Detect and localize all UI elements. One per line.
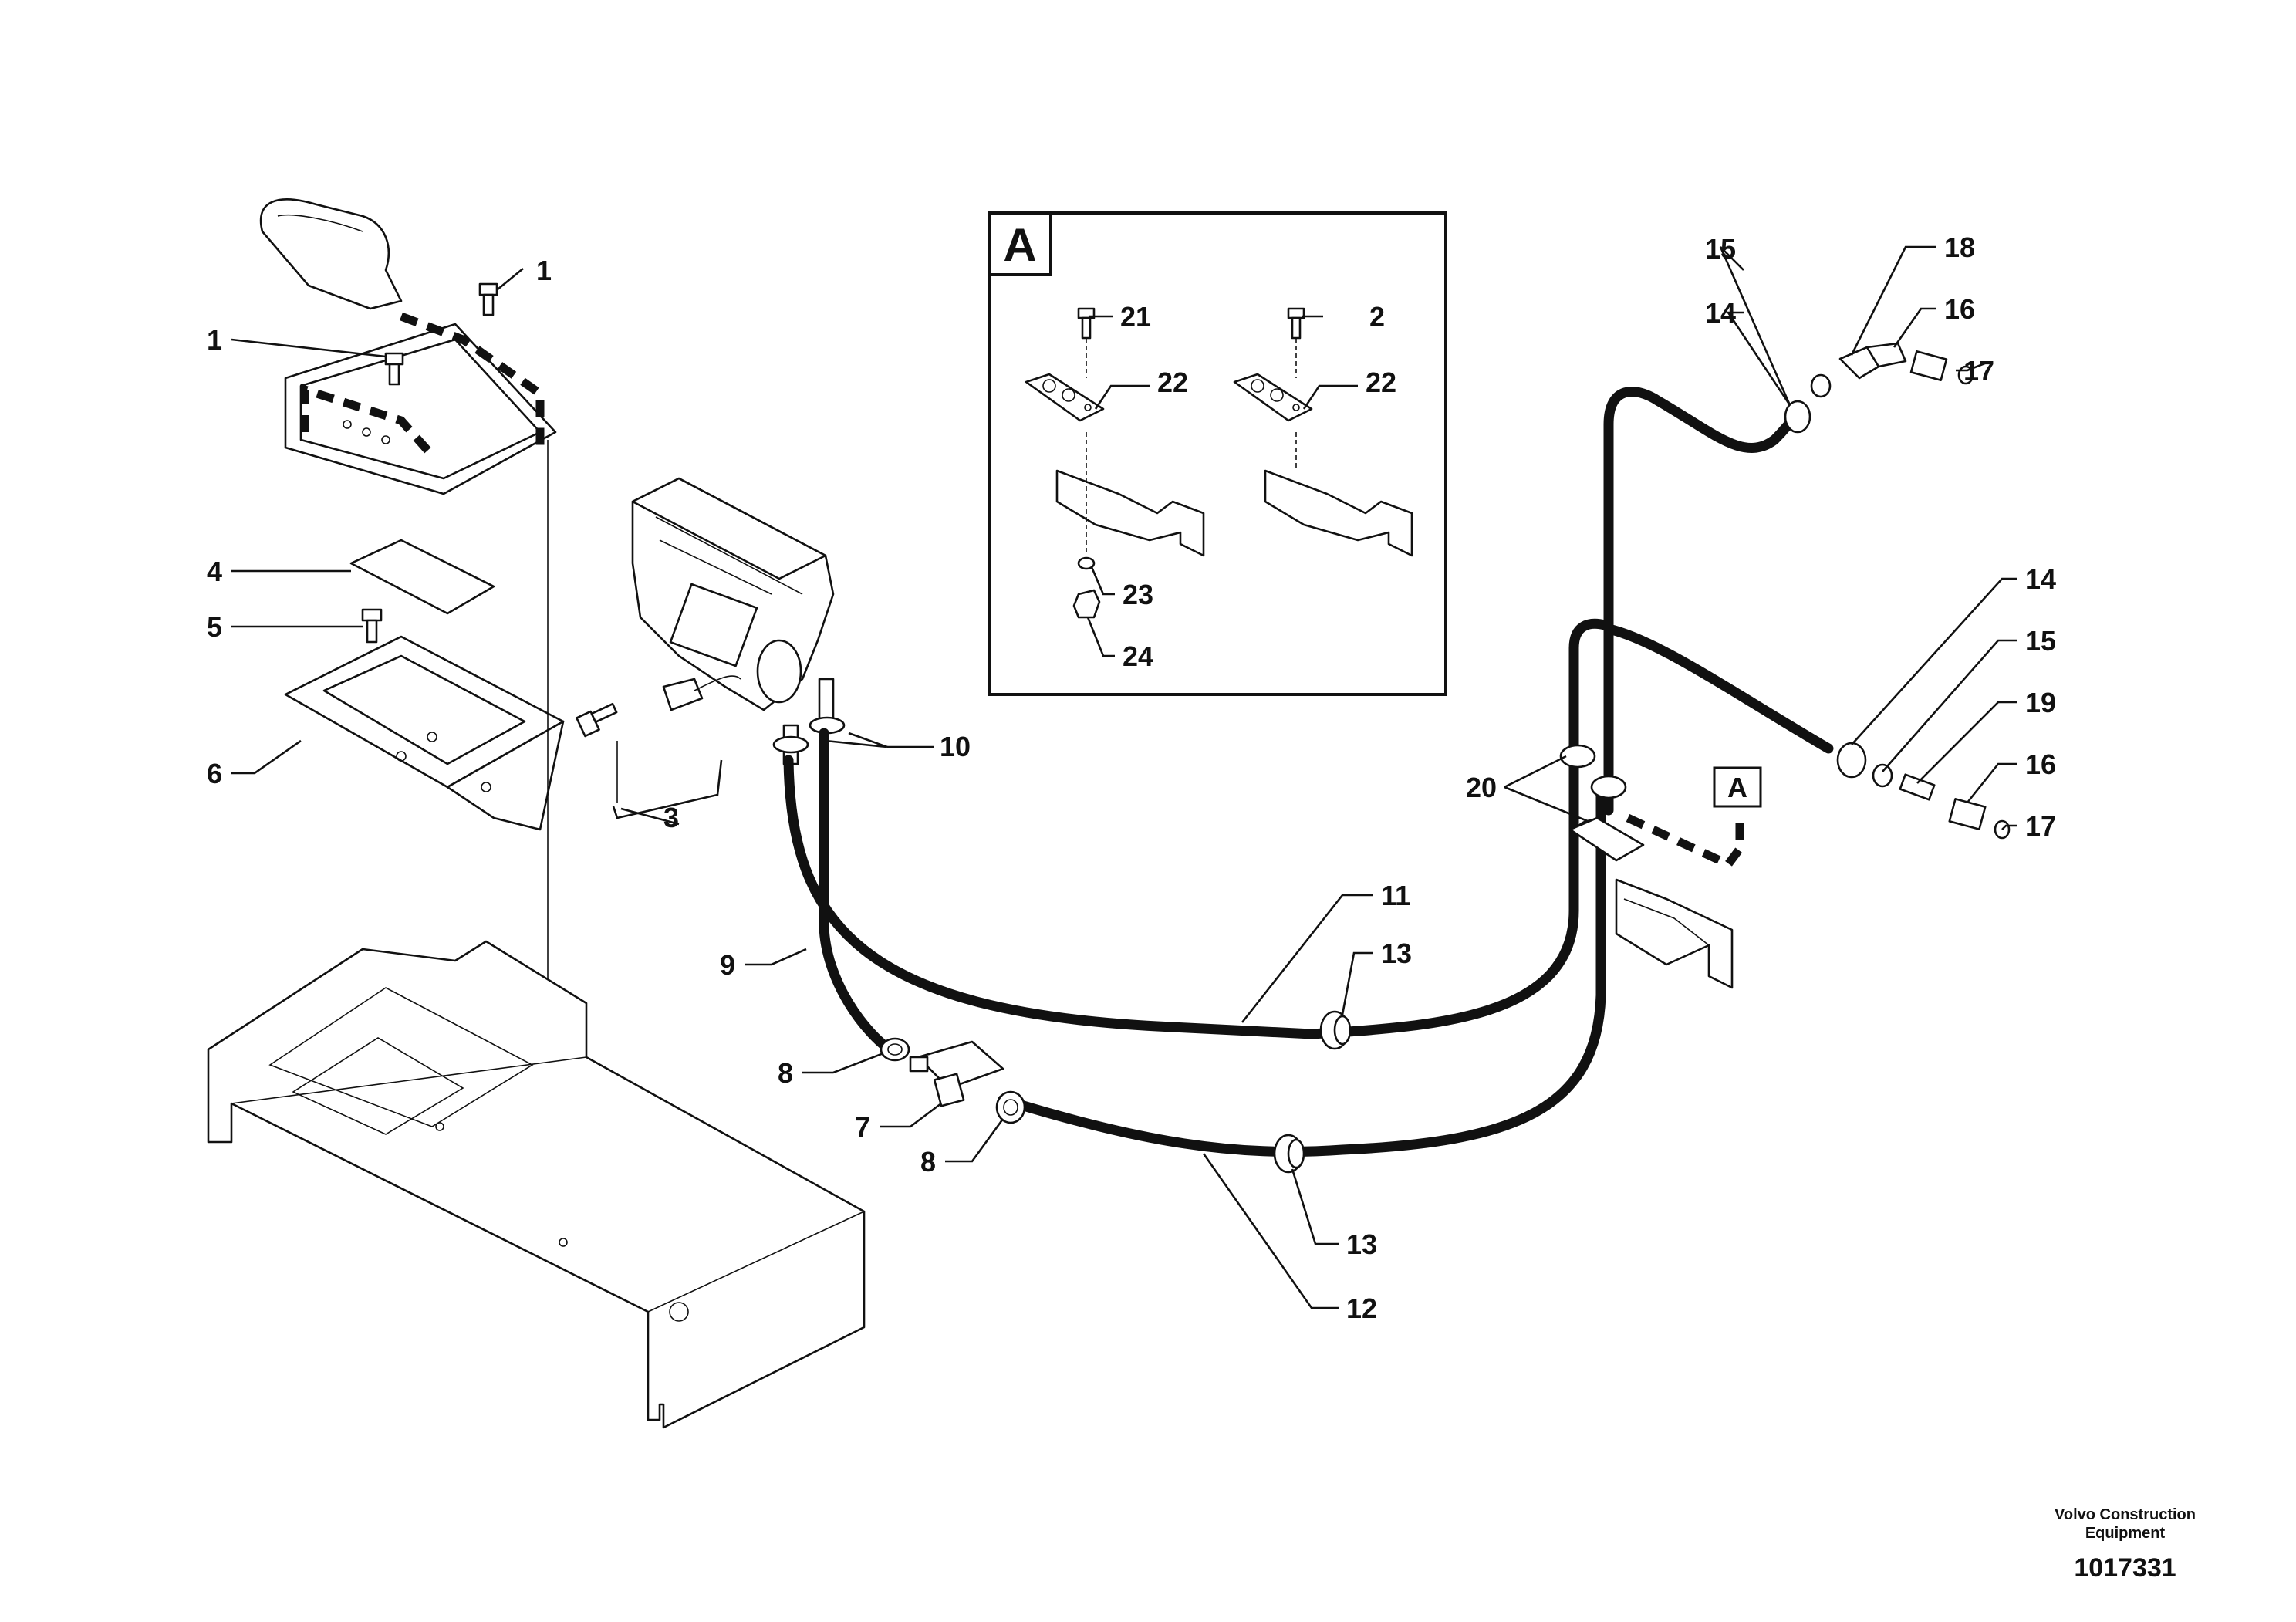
brand-line-1: Volvo Construction (2055, 1506, 2196, 1523)
grommet-13-lower (1273, 1134, 1305, 1174)
clamp-8-lower (995, 1090, 1026, 1124)
callout-22-right: 22 (1366, 367, 1396, 398)
callout-17-upper: 17 (1963, 355, 1994, 387)
lever-cover-assembly (259, 198, 557, 495)
leader-lines (231, 245, 2017, 1309)
callout-18: 18 (1944, 231, 1975, 263)
drawing-footer: Volvo Construction Equipment 1017331 (2055, 1505, 2196, 1583)
callout-15-upper: 15 (1705, 233, 1736, 265)
callout-5: 5 (207, 611, 222, 643)
callout-20: 20 (1466, 772, 1497, 803)
callout-8-upper: 8 (778, 1057, 793, 1089)
reference-box-A: A (1713, 766, 1762, 808)
tray-bracket-6 (284, 635, 565, 831)
callout-17-lower: 17 (2025, 810, 2056, 842)
hose-return (1603, 623, 1834, 754)
callout-11: 11 (1381, 880, 1410, 911)
callout-14-lower: 14 (2025, 563, 2056, 595)
callout-16-upper: 16 (1944, 293, 1975, 325)
callout-labels: 1 1 2 3 4 5 6 7 8 8 9 10 11 12 13 13 14 … (207, 231, 2056, 1324)
grommet-13-upper (1319, 1010, 1352, 1050)
hose-clamps-10 (772, 678, 846, 765)
heater-unit-3 (631, 477, 835, 711)
hose-12 (998, 782, 1606, 1157)
hose-upper (1603, 387, 1803, 816)
callout-14-upper: 14 (1705, 297, 1736, 329)
floor-base-frame (207, 940, 866, 1429)
hose-9 (783, 618, 1610, 1039)
callout-23: 23 (1123, 579, 1153, 610)
heater-mount-screw (576, 702, 618, 738)
callout-21: 21 (1120, 301, 1151, 333)
callout-6: 6 (207, 758, 222, 789)
bolt-1-upper (478, 282, 498, 316)
callout-1-lower: 1 (207, 324, 222, 356)
bolt-5 (361, 608, 383, 644)
reference-leader-A (1626, 814, 1744, 870)
callout-2: 2 (1369, 301, 1385, 333)
reference-label: A (1727, 772, 1747, 803)
mounting-bracket (1568, 816, 1734, 989)
bolt-1-lower (384, 352, 404, 386)
callout-4: 4 (207, 556, 222, 587)
callout-1-upper: 1 (536, 255, 552, 286)
callout-22-left: 22 (1157, 367, 1188, 398)
hose-11 (819, 728, 900, 1059)
bracket-brace-3 (612, 759, 723, 819)
callout-10: 10 (940, 731, 971, 762)
callout-15-lower: 15 (2025, 625, 2056, 657)
callout-9: 9 (720, 949, 735, 981)
callout-16-lower: 16 (2025, 748, 2056, 780)
callout-19: 19 (2025, 687, 2056, 718)
callout-13-lower: 13 (1346, 1228, 1377, 1260)
detail-view-label: A (1003, 219, 1036, 271)
clamp-8-upper (880, 1037, 910, 1062)
callout-8-lower: 8 (920, 1146, 936, 1178)
callout-24: 24 (1123, 640, 1153, 672)
fittings-upper-group (1784, 342, 1974, 434)
drawing-number: 1017331 (2074, 1553, 2176, 1583)
callout-3: 3 (663, 802, 679, 833)
gasket-plate-4 (349, 539, 495, 615)
callout-13-upper: 13 (1381, 938, 1412, 969)
callout-12: 12 (1346, 1293, 1377, 1324)
fittings-lower-group (1836, 742, 2011, 840)
detail-view-A: A (988, 211, 1447, 696)
callout-7: 7 (855, 1111, 870, 1143)
brand-line-2: Equipment (2085, 1525, 2166, 1542)
valve-7 (909, 1040, 1004, 1107)
